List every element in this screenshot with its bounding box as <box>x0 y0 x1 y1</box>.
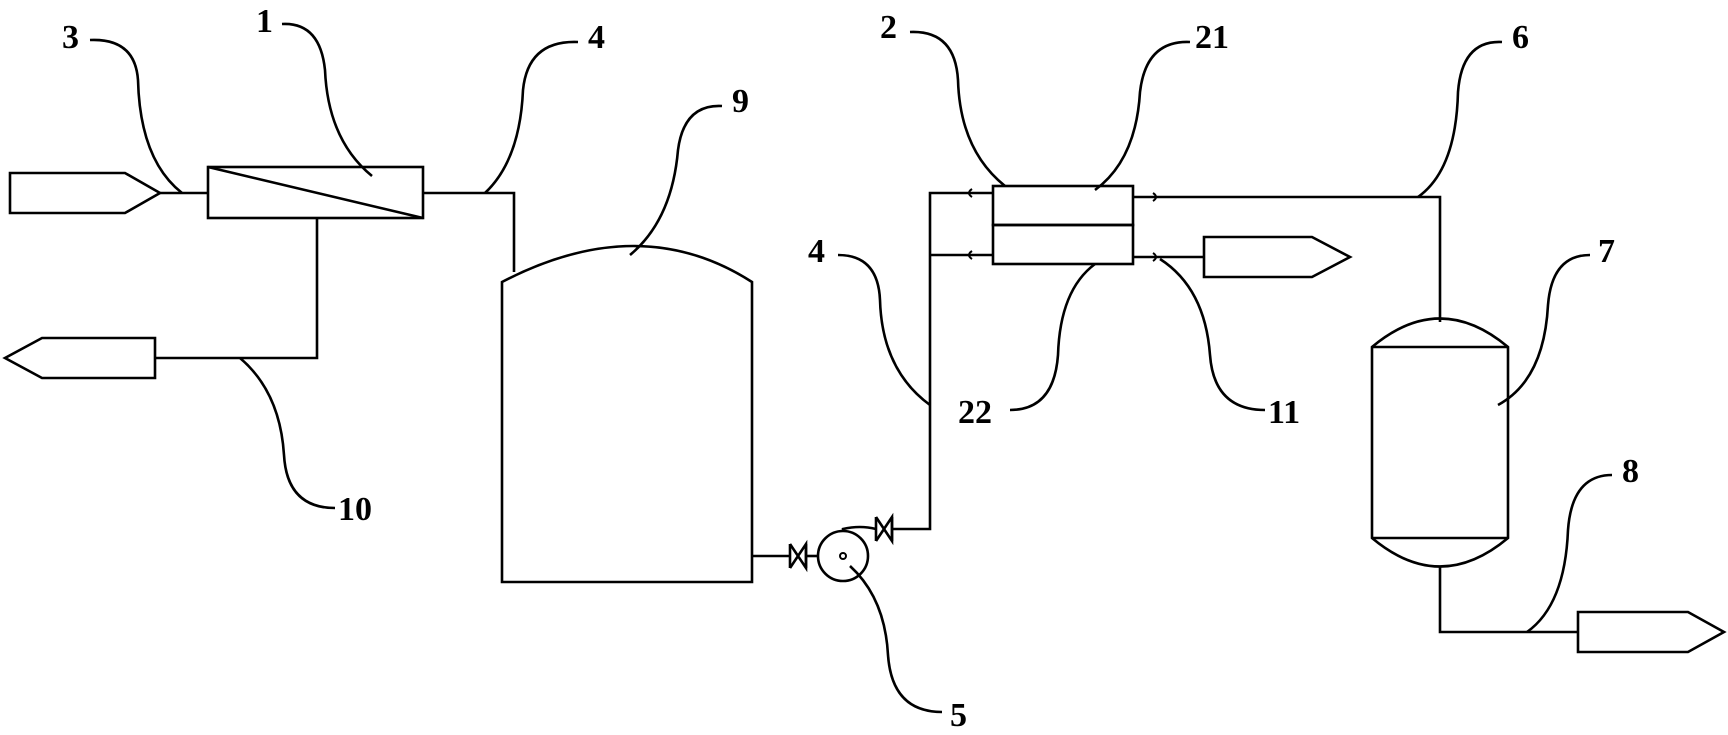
pipe-4-riser <box>892 191 993 531</box>
leader-4-top <box>484 40 579 194</box>
leader-4-mid <box>837 253 931 407</box>
pipe-8 <box>1438 566 1578 634</box>
label-7: 7 <box>1598 233 1615 270</box>
label-2: 2 <box>880 9 897 46</box>
label-5: 5 <box>950 697 967 734</box>
leader-8 <box>1526 473 1613 634</box>
pump-center-icon <box>839 552 847 560</box>
leader-9 <box>629 104 723 256</box>
label-9: 9 <box>732 83 749 120</box>
pipe-6 <box>1133 195 1442 322</box>
label-10: 10 <box>338 491 372 528</box>
exchanger-21 <box>991 184 1135 227</box>
valve-left <box>788 539 808 573</box>
label-8: 8 <box>1622 453 1639 490</box>
label-21: 21 <box>1195 19 1229 56</box>
inlet-arrow <box>8 171 163 215</box>
pump-5 <box>816 529 870 583</box>
outlet-arrow-11 <box>1202 235 1353 279</box>
leader-6 <box>1417 40 1503 199</box>
leader-3 <box>89 38 183 195</box>
leader-5 <box>849 565 943 714</box>
leader-11 <box>1159 257 1266 412</box>
leader-21 <box>1094 40 1191 192</box>
label-3: 3 <box>62 19 79 56</box>
valve-right <box>874 512 894 546</box>
storage-tank-9 <box>500 244 754 584</box>
exchanger-22 <box>991 223 1135 266</box>
vessel-7 <box>1370 317 1510 568</box>
outlet-arrow-8 <box>1576 610 1727 654</box>
leader-7 <box>1497 253 1591 407</box>
label-4-mid: 4 <box>808 233 825 270</box>
leader-10 <box>239 357 336 510</box>
label-4-top: 4 <box>588 19 605 56</box>
inlet-marker-top <box>968 188 973 198</box>
inlet-marker-bottom <box>968 250 973 260</box>
label-1: 1 <box>256 3 273 40</box>
label-22: 22 <box>958 394 992 431</box>
membrane-diagonal <box>207 165 424 220</box>
leader-1 <box>281 22 373 178</box>
leader-2 <box>909 30 1006 188</box>
leader-22 <box>1009 262 1096 412</box>
pump-discharge-pipe <box>841 525 877 531</box>
label-6: 6 <box>1512 19 1529 56</box>
left-outlet-arrow <box>2 336 157 380</box>
reject-line-10 <box>155 218 319 360</box>
label-11: 11 <box>1268 394 1300 431</box>
pipe-4-top <box>423 191 516 272</box>
